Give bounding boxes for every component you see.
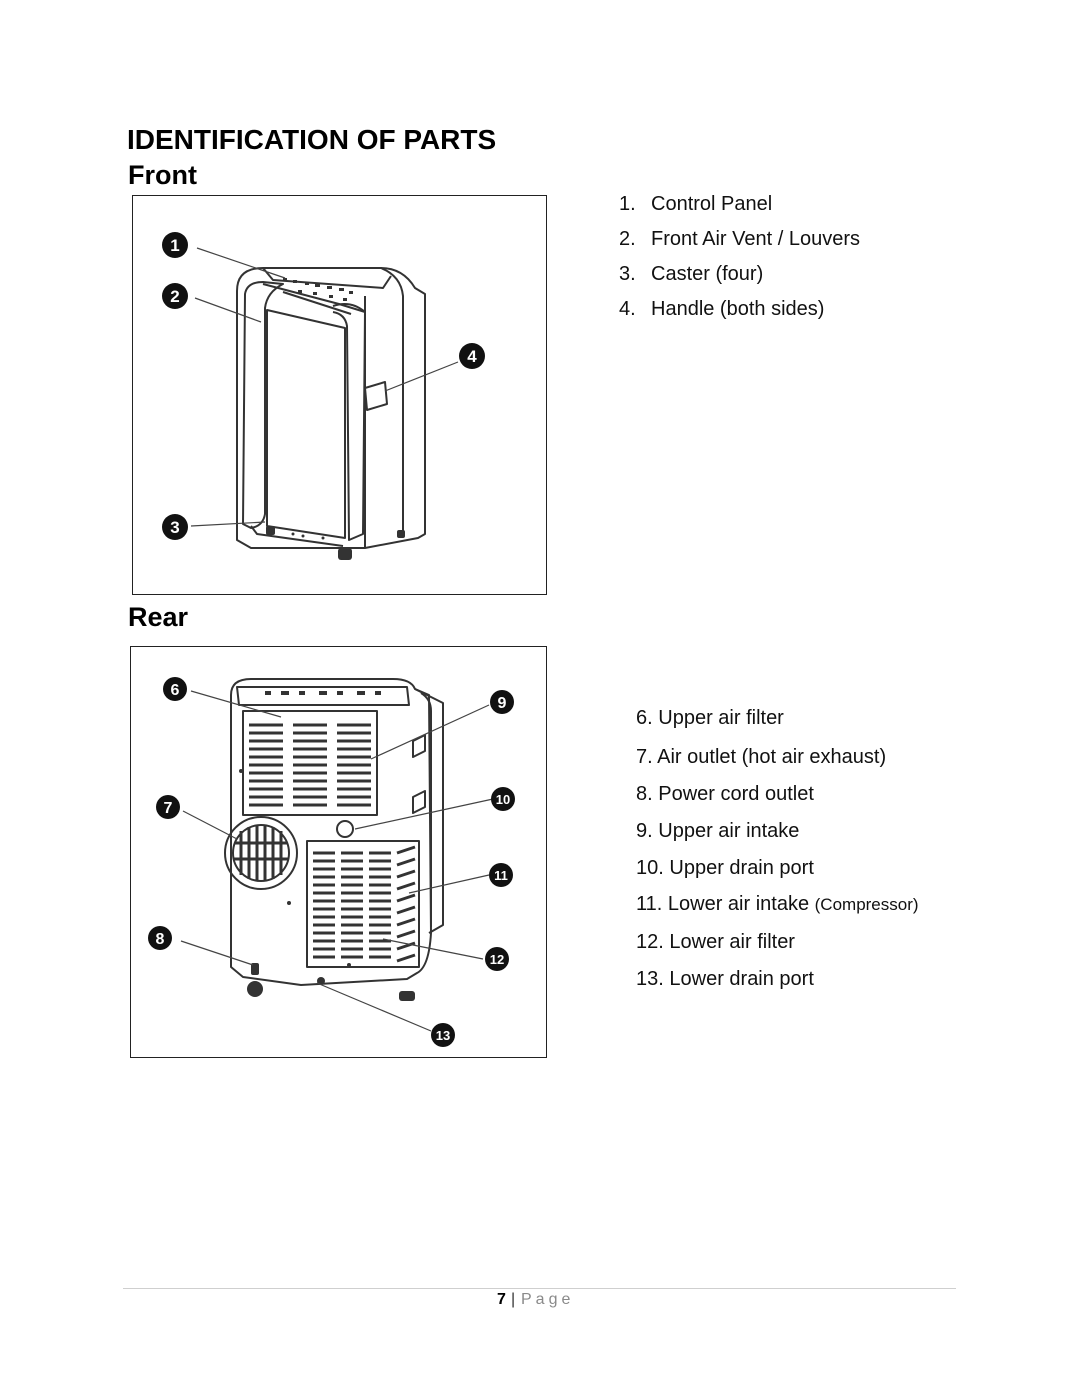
callout-badge	[162, 283, 188, 309]
callout-badge	[163, 677, 187, 701]
callout-badge	[459, 343, 485, 369]
callout-label: 2	[170, 287, 179, 306]
page-number: 7	[497, 1291, 506, 1308]
callout-badge	[148, 926, 172, 950]
item-label: Power cord outlet	[658, 783, 814, 805]
callout-badge	[162, 514, 188, 540]
callout-badge	[485, 947, 509, 971]
item-label: Upper drain port	[669, 857, 814, 879]
callout-label: 3	[170, 518, 179, 537]
item-number: 10.	[636, 857, 664, 879]
list-item: 8. Power cord outlet	[636, 783, 814, 806]
item-number: 7.	[636, 746, 653, 768]
list-item: 1. Control Panel	[619, 193, 772, 216]
callout-badge	[156, 795, 180, 819]
footer-divider	[123, 1288, 956, 1289]
list-item: 11. Lower air intake (Compressor)	[636, 893, 919, 916]
page-title: IDENTIFICATION OF PARTS	[127, 124, 497, 155]
list-item: 13. Lower drain port	[636, 968, 814, 991]
item-number: 3.	[619, 263, 636, 285]
item-label: Control Panel	[651, 193, 773, 215]
list-item: 4. Handle (both sides)	[619, 298, 824, 321]
item-label: Front Air Vent / Louvers	[651, 228, 860, 250]
item-number: 2.	[619, 228, 636, 250]
rear-view-figure: 6 7 8 9 10 11 12 13	[130, 646, 547, 1058]
rear-subheading: Rear	[128, 602, 189, 632]
item-label: Lower air filter	[669, 931, 795, 953]
item-number: 13.	[636, 968, 664, 990]
callout-label: 9	[498, 695, 507, 712]
list-item: 3. Caster (four)	[619, 263, 763, 286]
item-label: Lower drain port	[669, 968, 814, 990]
rear-view-illustration: 6 7 8 9 10 11 12 13	[148, 677, 515, 1047]
item-number: 1.	[619, 193, 636, 215]
list-item: 2. Front Air Vent / Louvers	[619, 228, 860, 251]
front-view-figure: 1 2 3 4	[132, 195, 547, 595]
callout-label: 4	[467, 347, 477, 366]
callout-badge	[491, 787, 515, 811]
item-label: Caster (four)	[651, 263, 764, 285]
list-item: 9. Upper air intake	[636, 820, 799, 843]
list-item: 7. Air outlet (hot air exhaust)	[636, 746, 886, 769]
item-label: Upper air filter	[658, 707, 784, 729]
front-subheading: Front	[128, 160, 197, 190]
item-number: 8.	[636, 783, 653, 805]
callout-label: 8	[156, 931, 165, 948]
front-view-illustration: 1 2 3 4	[162, 232, 485, 560]
list-item: 12. Lower air filter	[636, 931, 795, 954]
callout-label: 6	[171, 682, 180, 699]
callout-label: 12	[490, 952, 504, 967]
callout-badge	[431, 1023, 455, 1047]
item-number: 9.	[636, 820, 653, 842]
callout-label: 7	[164, 800, 173, 817]
item-number: 6.	[636, 707, 653, 729]
item-label: Handle (both sides)	[651, 298, 825, 320]
callout-label: 13	[436, 1028, 450, 1043]
item-number: 4.	[619, 298, 636, 320]
footer-separator: |	[511, 1291, 516, 1308]
list-item: 6. Upper air filter	[636, 707, 784, 730]
item-note: (Compressor)	[814, 895, 919, 914]
callout-label: 11	[494, 868, 508, 883]
callout-badge	[490, 690, 514, 714]
item-label: Upper air intake	[658, 820, 800, 842]
callout-badge	[162, 232, 188, 258]
list-item: 10. Upper drain port	[636, 857, 814, 880]
item-number: 11.	[636, 893, 663, 915]
item-number: 12.	[636, 931, 664, 953]
callout-badge	[489, 863, 513, 887]
item-label: Lower air intake	[667, 893, 810, 915]
callout-label: 1	[170, 236, 179, 255]
page-word: Page	[521, 1291, 575, 1308]
callout-label: 10	[496, 792, 510, 807]
item-label: Air outlet (hot air exhaust)	[657, 746, 887, 768]
